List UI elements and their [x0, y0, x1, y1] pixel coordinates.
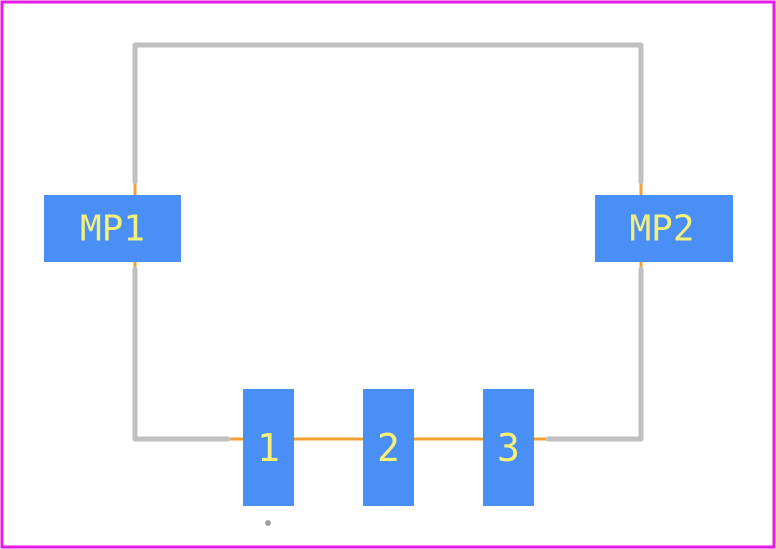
pad-label: 3: [497, 426, 520, 470]
component-outline: [132, 42, 644, 442]
pad-rect: [363, 389, 414, 506]
pad-label: MP2: [629, 209, 694, 250]
pad-label: 1: [257, 426, 280, 470]
pad-mp1: MP1: [44, 195, 181, 262]
pad-2: 2: [363, 389, 414, 506]
pad-rect: [243, 389, 294, 506]
pad-mp2: MP2: [595, 195, 733, 262]
pad-rect: [44, 195, 181, 262]
outline-bottom-left: [132, 266, 231, 442]
pad-1: 1: [243, 389, 294, 506]
pad-label: 2: [377, 426, 400, 470]
pad-3: 3: [483, 389, 534, 506]
pad-rect: [595, 195, 733, 262]
outline-bottom-right: [545, 266, 644, 442]
outline-top: [132, 42, 644, 185]
pad-rect: [483, 389, 534, 506]
pin1-marker-dot: [265, 520, 271, 526]
pad-label: MP1: [80, 209, 145, 250]
